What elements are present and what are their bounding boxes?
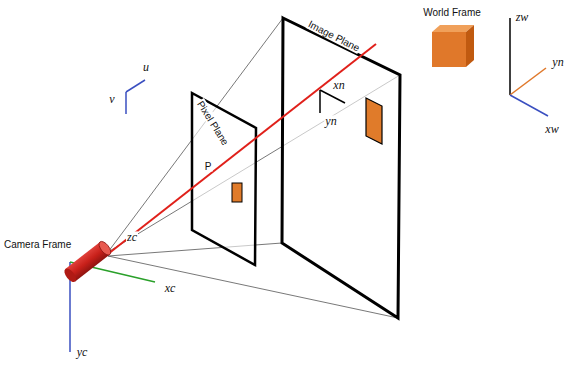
projected-object [366, 98, 382, 144]
axis-label: xw [544, 123, 559, 136]
pixel-object [232, 183, 242, 202]
axis-label: zc [126, 231, 138, 244]
axis-label: yn [324, 115, 337, 128]
pixel-plane [192, 93, 256, 265]
point-label: P [204, 161, 213, 172]
axis-label: u [142, 61, 150, 74]
zw-axis [509, 18, 511, 95]
axis-label: xn [332, 79, 345, 92]
optical-axis [108, 44, 376, 254]
axis-label: yn [551, 56, 564, 69]
axis-label: xc [164, 282, 177, 295]
xw-axis [510, 95, 548, 116]
axis-label: yc [76, 346, 89, 359]
frame-name: Camera Frame [3, 239, 72, 250]
frame-name: World Frame [422, 7, 482, 18]
world-cube [432, 25, 474, 67]
yw-axis [510, 68, 546, 95]
axis-label: zw [515, 11, 530, 24]
axis-label: v [108, 93, 115, 106]
image-axes [320, 90, 345, 113]
pixel-axes [126, 80, 145, 114]
projection-rays [108, 18, 400, 318]
image-plane [282, 18, 400, 318]
